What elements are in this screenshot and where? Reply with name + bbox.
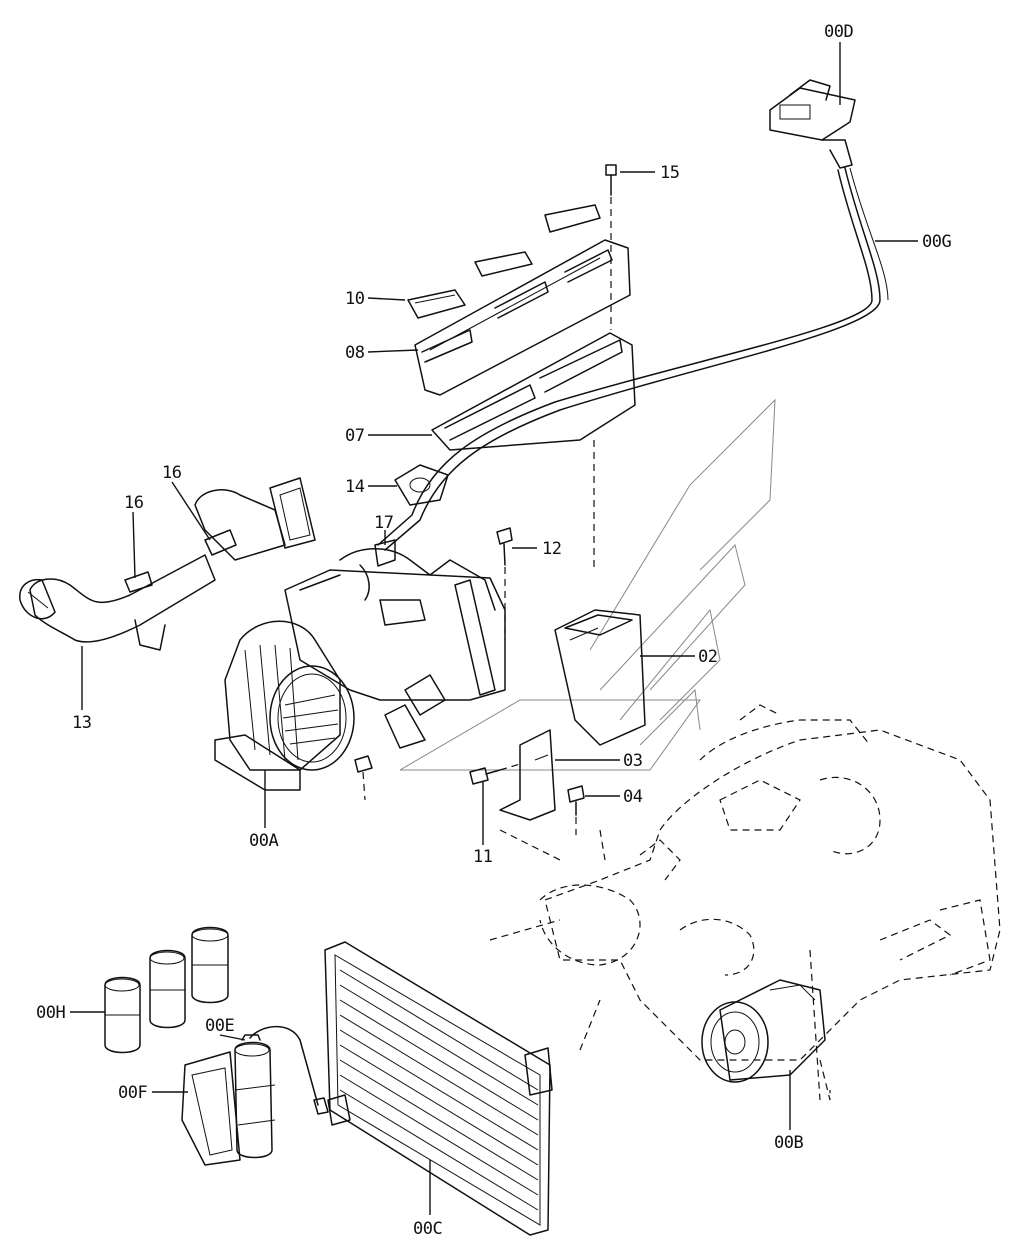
screw-15 bbox=[605, 164, 617, 330]
bracket-00F bbox=[181, 1051, 241, 1166]
callout-14: 14 bbox=[345, 477, 365, 497]
vent-louver-10 bbox=[407, 204, 601, 319]
wire-harness-00G bbox=[377, 167, 889, 551]
air-hose-13 bbox=[19, 477, 316, 651]
bolt-04 bbox=[567, 785, 585, 835]
filter-cartridges-00H bbox=[104, 926, 229, 1054]
callout-08: 08 bbox=[345, 343, 365, 363]
callout-10: 10 bbox=[345, 289, 365, 309]
callout-16-lower: 16 bbox=[124, 493, 144, 513]
condenser-00C bbox=[324, 941, 553, 1236]
callout-15: 15 bbox=[660, 163, 679, 183]
compressor-00B bbox=[701, 979, 826, 1083]
callout-00F: 00F bbox=[118, 1083, 147, 1103]
bracket-03 bbox=[499, 729, 556, 821]
callout-00H: 00H bbox=[36, 1003, 65, 1023]
callout-12: 12 bbox=[542, 539, 561, 559]
callout-00A: 00A bbox=[249, 831, 278, 851]
receiver-drier-00E bbox=[234, 1025, 329, 1159]
connector-17 bbox=[359, 539, 396, 601]
callout-07: 07 bbox=[345, 426, 364, 446]
engine-outline bbox=[489, 704, 1001, 1101]
callout-11: 11 bbox=[473, 847, 493, 867]
watermark-logo bbox=[399, 398, 776, 771]
grommet-14 bbox=[394, 464, 449, 506]
duct-base-07 bbox=[431, 332, 636, 570]
callout-17: 17 bbox=[374, 513, 393, 533]
switch-00D bbox=[769, 79, 856, 169]
callout-00D: 00D bbox=[824, 22, 853, 42]
callout-00C: 00C bbox=[413, 1219, 442, 1239]
callout-03: 03 bbox=[623, 751, 642, 771]
callout-00G: 00G bbox=[922, 232, 951, 252]
outlet-duct-02 bbox=[554, 609, 646, 746]
leader-lines bbox=[70, 42, 918, 1215]
bolt-11 bbox=[469, 763, 521, 785]
callout-00B: 00B bbox=[774, 1133, 803, 1153]
heater-unit-00A bbox=[214, 548, 506, 801]
callout-02: 02 bbox=[698, 647, 717, 667]
duct-cover-08 bbox=[414, 239, 631, 396]
callout-13: 13 bbox=[72, 713, 91, 733]
callout-04: 04 bbox=[623, 787, 643, 807]
callout-labels: 00D 15 00G 10 08 07 14 16 16 17 12 02 13… bbox=[36, 22, 952, 1239]
callout-00E: 00E bbox=[205, 1016, 234, 1036]
callout-16-upper: 16 bbox=[162, 463, 182, 483]
